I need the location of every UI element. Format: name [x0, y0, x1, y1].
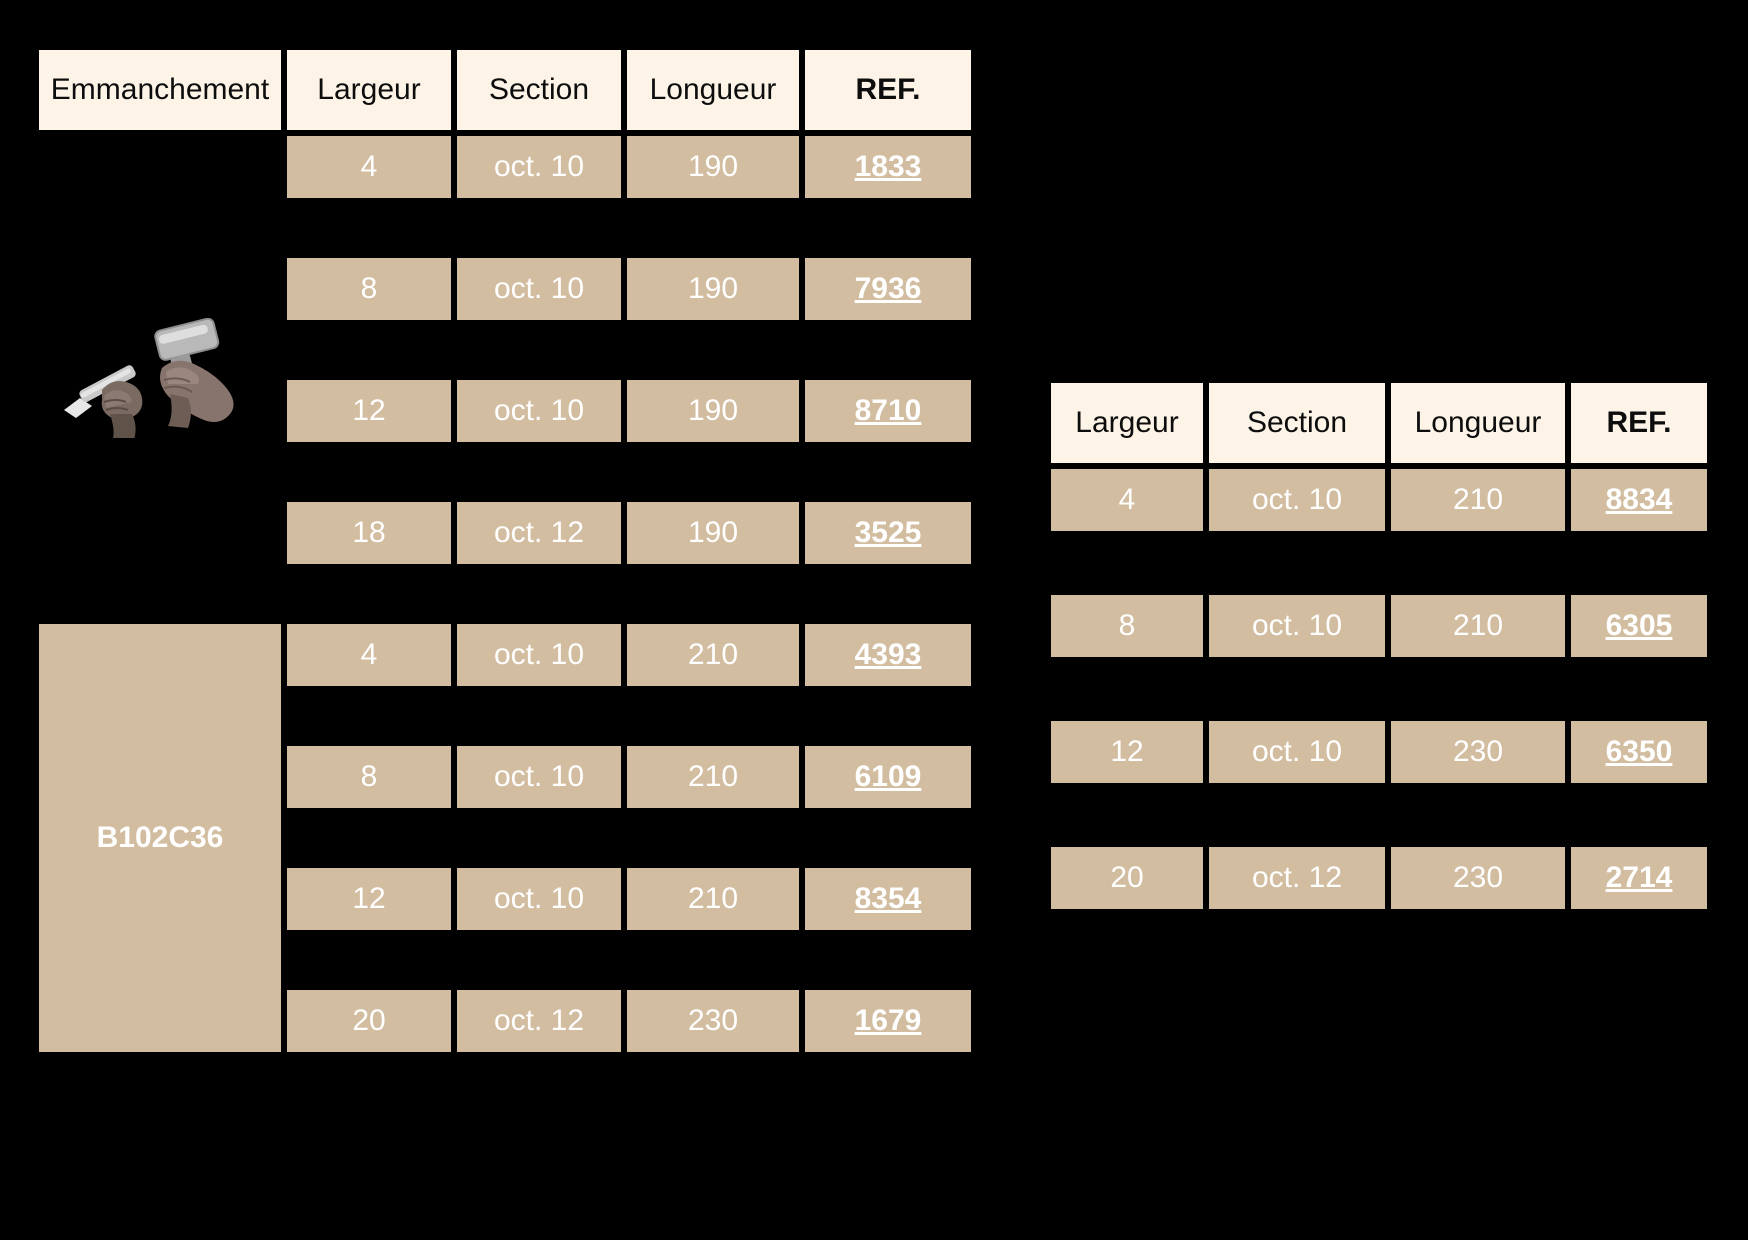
cell-longueur: 190 [624, 499, 802, 567]
header-ref: REF. [802, 47, 974, 133]
cell-ref[interactable]: 6305 [1568, 592, 1710, 660]
table-row: 18 oct. 12 190 3525 [36, 499, 974, 567]
right-product-table: Largeur Section Longueur REF. 4 oct. 10 … [1048, 380, 1710, 912]
cell-ref[interactable]: 4393 [802, 621, 974, 689]
cell-largeur: 12 [284, 865, 454, 933]
cell-section: oct. 10 [1206, 718, 1388, 786]
cell-ref[interactable]: 1833 [802, 133, 974, 201]
cell-largeur: 4 [284, 621, 454, 689]
table-row: 4 oct. 10 210 8834 [1048, 466, 1710, 534]
row-spacer [36, 811, 974, 865]
table-row: 20 oct. 12 230 1679 [36, 987, 974, 1055]
cell-ref[interactable]: 8710 [802, 377, 974, 445]
table-row: 12 oct. 10 190 8710 [36, 377, 974, 445]
row-spacer [36, 201, 974, 255]
group-spacer [36, 567, 974, 621]
header-largeur: Largeur [1048, 380, 1206, 466]
cell-section: oct. 10 [1206, 592, 1388, 660]
cell-section: oct. 12 [1206, 844, 1388, 912]
cell-longueur: 230 [624, 987, 802, 1055]
cell-section: oct. 12 [454, 987, 624, 1055]
cell-largeur: 8 [1048, 592, 1206, 660]
cell-longueur: 230 [1388, 718, 1568, 786]
cell-largeur: 8 [284, 743, 454, 811]
row-spacer [36, 933, 974, 987]
cell-largeur: 12 [284, 377, 454, 445]
table-row: 8 oct. 10 190 7936 [36, 255, 974, 323]
cell-section: oct. 10 [454, 743, 624, 811]
cell-section: oct. 10 [454, 377, 624, 445]
table-row: 4 oct. 10 190 1833 [36, 133, 974, 567]
cell-largeur: 8 [284, 255, 454, 323]
cell-longueur: 190 [624, 133, 802, 201]
cell-section: oct. 12 [454, 499, 624, 567]
cell-largeur: 4 [284, 133, 454, 201]
row-spacer [1048, 786, 1710, 844]
cell-longueur: 210 [624, 743, 802, 811]
cell-section: oct. 10 [1206, 466, 1388, 534]
cell-ref[interactable]: 3525 [802, 499, 974, 567]
cell-largeur: 20 [1048, 844, 1206, 912]
cell-ref[interactable]: 8354 [802, 865, 974, 933]
cell-ref[interactable]: 1679 [802, 987, 974, 1055]
row-spacer [36, 323, 974, 377]
hammer-and-chisel-illustration [58, 317, 258, 442]
cell-ref[interactable]: 6109 [802, 743, 974, 811]
right-table-header-row: Largeur Section Longueur REF. [1048, 380, 1710, 466]
cell-ref[interactable]: 6350 [1568, 718, 1710, 786]
row-spacer [1048, 660, 1710, 718]
cell-section: oct. 10 [454, 621, 624, 689]
cell-largeur: 4 [1048, 466, 1206, 534]
table-row: 20 oct. 12 230 2714 [1048, 844, 1710, 912]
header-section: Section [454, 47, 624, 133]
table-row: B102C36 4 oct. 10 210 4393 [36, 621, 974, 1055]
table-row: 8 oct. 10 210 6305 [1048, 592, 1710, 660]
cell-longueur: 210 [1388, 592, 1568, 660]
cell-ref[interactable]: 7936 [802, 255, 974, 323]
header-ref: REF. [1568, 380, 1710, 466]
header-largeur: Largeur [284, 47, 454, 133]
table-row: 12 oct. 10 210 8354 [36, 865, 974, 933]
cell-longueur: 210 [624, 621, 802, 689]
cell-longueur: 190 [624, 255, 802, 323]
left-product-table: Emmanchement Largeur Section Longueur RE… [36, 47, 974, 1055]
cell-longueur: 190 [624, 377, 802, 445]
cell-ref[interactable]: 2714 [1568, 844, 1710, 912]
row-spacer [36, 445, 974, 499]
row-spacer [1048, 534, 1710, 592]
cell-section: oct. 10 [454, 865, 624, 933]
cell-ref[interactable]: 8834 [1568, 466, 1710, 534]
cell-largeur: 20 [284, 987, 454, 1055]
row-spacer [36, 689, 974, 743]
cell-longueur: 210 [1388, 466, 1568, 534]
cell-longueur: 230 [1388, 844, 1568, 912]
cell-largeur: 12 [1048, 718, 1206, 786]
header-emmanchement: Emmanchement [36, 47, 284, 133]
cell-longueur: 210 [624, 865, 802, 933]
header-longueur: Longueur [624, 47, 802, 133]
header-section: Section [1206, 380, 1388, 466]
table-row: 12 oct. 10 230 6350 [1048, 718, 1710, 786]
cell-largeur: 18 [284, 499, 454, 567]
cell-section: oct. 10 [454, 133, 624, 201]
header-longueur: Longueur [1388, 380, 1568, 466]
cell-section: oct. 10 [454, 255, 624, 323]
emmanchement-group-label: B102C36 [36, 621, 284, 1055]
table-row: 8 oct. 10 210 6109 [36, 743, 974, 811]
left-table-header-row: Emmanchement Largeur Section Longueur RE… [36, 47, 974, 133]
